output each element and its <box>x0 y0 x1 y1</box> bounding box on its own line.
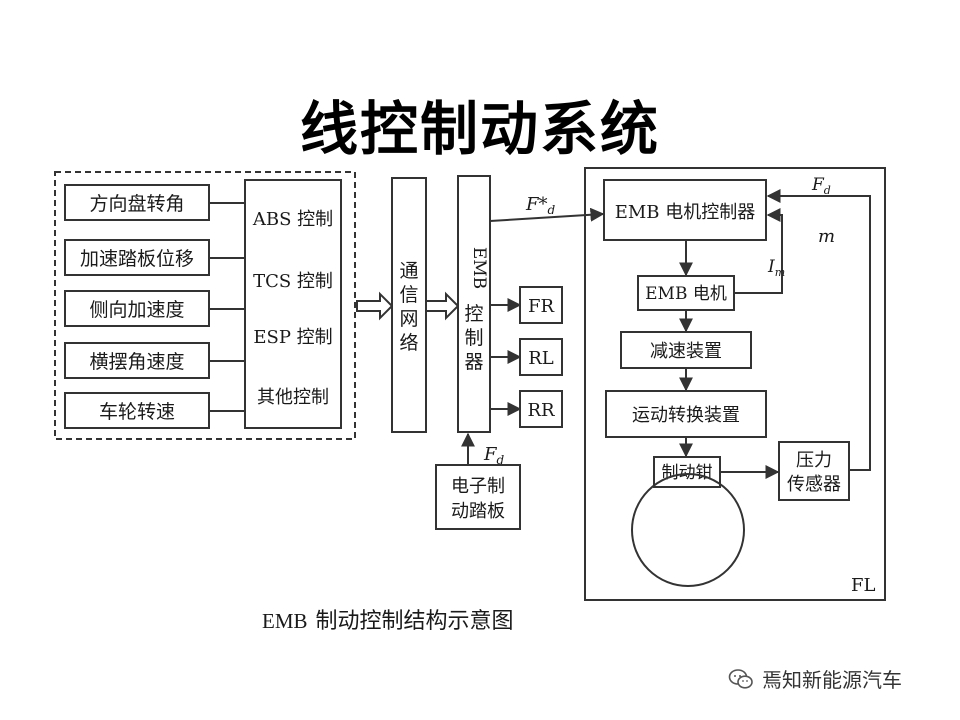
emb-motor-label: EMB 电机 <box>645 284 727 304</box>
emb-controller-char-0: 控 <box>464 303 483 325</box>
force-feedback-line <box>766 189 871 471</box>
control-label-3: 其他控制 <box>257 387 329 408</box>
fl-unit-frame <box>584 167 886 601</box>
input-label-2: 侧向加速度 <box>89 299 184 321</box>
emb-controller-char-1: 制 <box>464 327 483 349</box>
input-label-1: 加速踏板位移 <box>80 248 194 270</box>
command-force-label: F*d <box>525 194 556 217</box>
force-feedback-label: Fd <box>811 175 831 197</box>
pedal-force-label: Fd <box>483 444 505 467</box>
brake-caliper-label: 制动钳 <box>662 463 713 483</box>
fl-unit-label: FL <box>851 575 875 596</box>
emb-controller-top-label: EMB <box>469 247 489 289</box>
motion-converter-box: 运动转换装置 <box>605 390 767 438</box>
communication-network-box: 通 信 网 络 <box>391 177 427 433</box>
control-algorithms-box: ABS 控制 TCS 控制 ESP 控制 其他控制 <box>244 179 342 429</box>
emb-controller-box: EMB 控 制 器 <box>457 175 491 433</box>
wheel-label-rr: RR <box>527 400 555 421</box>
m-label: m <box>818 226 835 247</box>
pressure-sensor-box: 压力 传感器 <box>778 441 850 501</box>
hollow-arrow-to-emb <box>425 291 460 321</box>
pressure-sensor-line-1: 压力 <box>796 450 832 471</box>
control-label-1: TCS 控制 <box>253 271 333 292</box>
electronic-brake-pedal-box: 电子制 动踏板 <box>435 464 521 530</box>
input-label-3: 横摆角速度 <box>89 351 184 373</box>
hollow-arrow-to-network <box>356 291 394 321</box>
current-feedback-label: Im <box>767 257 785 279</box>
emb-motor-box: EMB 电机 <box>637 275 735 311</box>
brake-caliper-box: 制动钳 <box>653 456 721 488</box>
input-box-1: 加速踏板位移 <box>64 239 210 276</box>
wheel-box-rr: RR <box>519 390 563 428</box>
pedal-label-line-2: 动踏板 <box>451 501 505 522</box>
reducer-box: 减速装置 <box>620 331 752 369</box>
input-label-4: 车轮转速 <box>99 401 175 423</box>
motor-controller-label: EMB 电机控制器 <box>615 202 756 223</box>
emb-controller-char-2: 器 <box>464 351 483 373</box>
wechat-icon <box>728 668 753 689</box>
network-char-3: 络 <box>399 332 418 354</box>
wheel-label-rl: RL <box>528 348 554 369</box>
brake-disc <box>631 473 745 587</box>
network-char-0: 通 <box>399 260 418 282</box>
input-box-0: 方向盘转角 <box>64 184 210 221</box>
network-char-2: 网 <box>399 308 418 330</box>
page-title: 线控制动系统 <box>299 95 660 163</box>
input-box-4: 车轮转速 <box>64 392 210 429</box>
wheel-label-fr: FR <box>528 296 554 317</box>
reducer-label: 减速装置 <box>650 341 722 362</box>
input-box-3: 横摆角速度 <box>64 342 210 379</box>
control-label-0: ABS 控制 <box>252 209 333 230</box>
current-feedback-line <box>734 208 783 294</box>
figure-caption: EMB 制动控制结构示意图 <box>262 603 514 635</box>
input-label-0: 方向盘转角 <box>89 193 184 215</box>
input-box-2: 侧向加速度 <box>64 290 210 327</box>
caption-latin: EMB <box>262 609 308 633</box>
pressure-sensor-line-2: 传感器 <box>787 474 841 495</box>
command-signal-line <box>489 207 605 222</box>
wheel-box-fr: FR <box>519 286 563 324</box>
watermark: 焉知新能源汽车 <box>728 664 902 693</box>
network-char-1: 信 <box>399 284 418 306</box>
motion-converter-label: 运动转换装置 <box>632 405 740 426</box>
caption-text: 制动控制结构示意图 <box>315 609 514 634</box>
watermark-text: 焉知新能源汽车 <box>762 668 902 692</box>
motor-controller-box: EMB 电机控制器 <box>603 179 767 241</box>
wheel-box-rl: RL <box>519 338 563 376</box>
control-label-2: ESP 控制 <box>253 327 332 348</box>
pedal-label-line-1: 电子制 <box>451 476 505 497</box>
sensor-group-frame <box>54 171 356 440</box>
